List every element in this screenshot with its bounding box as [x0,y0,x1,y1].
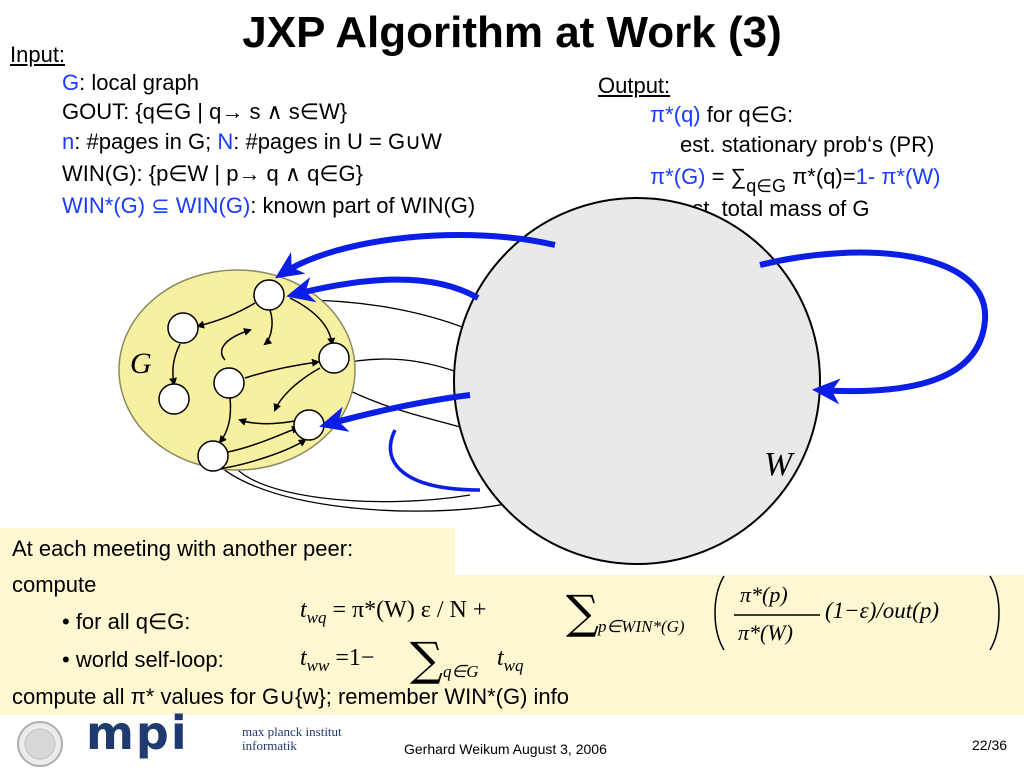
output-line-pq: π*(q) for q∈G: [650,100,793,129]
pi-g-symbol: π*(G) [650,164,706,189]
fraction-group [714,575,1000,651]
compute-all-text: compute all π* values for G∪{w}; remembe… [12,684,570,709]
blue-edge-top [275,232,556,279]
pi-g-one: 1- [855,164,882,189]
input-line-win: WIN(G): {p∈W | p→ q ∧ q∈G} [62,161,363,186]
compute-text: compute [12,572,97,597]
mpi-seal-logo [17,721,63,767]
input-line-n: n: #pages in G; N: #pages in U = G∪W [62,127,442,156]
sum-sub-2: q∈G [443,662,479,681]
n-symbol: n [62,129,75,154]
formula-twq-2: twq [497,645,524,676]
slide-title: JXP Algorithm at Work (3) [242,8,782,57]
meeting-box [0,528,455,580]
input-line-gout: GOUT: {q∈G | q→ s ∧ s∈W} [62,99,348,124]
edge-g-7 [218,397,232,444]
node-6 [293,409,325,441]
graph-nodes [158,279,350,472]
twq2-sub: wq [503,655,524,675]
node-7 [197,440,229,472]
pi-g-mid: π*(q)= [785,164,856,189]
sum-sub-1: p∈WIN*(G) [598,617,685,636]
input-line-g: G: local graph [62,68,199,97]
output-line-pg: π*(G) = ∑q∈G π*(q)=1- π*(W) [650,162,941,196]
input-heading: Input: [10,42,66,67]
for-all-text: • for all q∈G: [62,609,191,634]
label-w: W [764,446,795,483]
twq-eq: = π*(W) ε / N + [332,597,487,623]
self-loop-text: • world self-loop: [62,647,224,672]
institute-line-2: informatik [242,738,297,753]
n-text: : #pages in G; [74,129,218,154]
edge-g-6 [273,367,321,412]
input-line-winstar: WIN*(G) ⊆ WIN(G): known part of WIN(G) [62,191,475,220]
edge-g-5 [244,358,320,379]
node-2 [167,312,199,344]
tww-sub: ww [306,655,330,675]
pi-g-sub: q∈G [746,176,786,196]
twq-sub: wq [306,607,327,627]
winstar-text: : known part of WIN(G) [250,193,476,218]
fraction-denominator: π*(W) [738,620,793,645]
mpi-logo-text: mpi [86,706,189,760]
blue-edge-lower [319,392,471,432]
N-symbol: N [217,129,234,154]
fraction-numerator: π*(p) [740,582,788,607]
edge-g-11 [220,328,252,361]
blue-edge-upper [286,276,480,303]
sum-symbol-2: ∑ [410,632,443,686]
output-pq-desc: est. stationary prob‘s (PR) [680,132,935,157]
g-text: : local graph [79,70,199,95]
winstar-symbol: WIN*(G) ⊆ WIN(G) [62,193,251,218]
sum-symbol-1: ∑ [566,585,599,639]
g-symbol: G [62,70,80,95]
N-text: : #pages in U = G∪W [233,129,442,154]
formula-box [0,575,1024,715]
tww-eq: =1− [335,645,375,671]
pi-q-text: for q∈G: [700,102,794,127]
institute-line-1: max planck institut [242,724,342,739]
edge-g-3 [263,309,273,346]
pi-g-eq: = ∑ [705,164,747,189]
edge-g-9 [211,438,307,471]
page-number: 22/36 [972,737,1008,753]
formula-tww: tww =1− [300,645,374,676]
twq-t: t [300,597,307,623]
output-heading: Output: [598,73,671,98]
node-4 [213,367,245,399]
footer-author-date: Gerhard Weikum August 3, 2006 [404,741,607,757]
edge-thin-4 [229,459,471,503]
pi-q-symbol: π*(q) [650,102,701,127]
meeting-text: At each meeting with another peer: [12,536,354,561]
label-g: G [130,347,152,380]
formula-twq: twq = π*(W) ε / N + [300,597,486,628]
blue-edge-bottom [388,429,481,492]
institute-name: max planck institut informatik [242,725,342,753]
edge-g-1 [196,302,256,329]
fraction-tail: (1−ε)/out(p) [825,598,940,623]
world-node [453,197,821,565]
node-3 [318,342,350,374]
right-paren [989,575,1000,651]
tww-t: t [300,645,307,671]
blue-self-loop [759,249,989,405]
pi-w-symbol: π*(W) [881,164,941,189]
edge-g-2 [169,343,181,386]
left-paren [714,575,725,651]
twq2-t: t [497,645,504,671]
blue-edges [275,232,989,432]
node-1 [253,279,285,311]
node-5 [158,383,190,415]
